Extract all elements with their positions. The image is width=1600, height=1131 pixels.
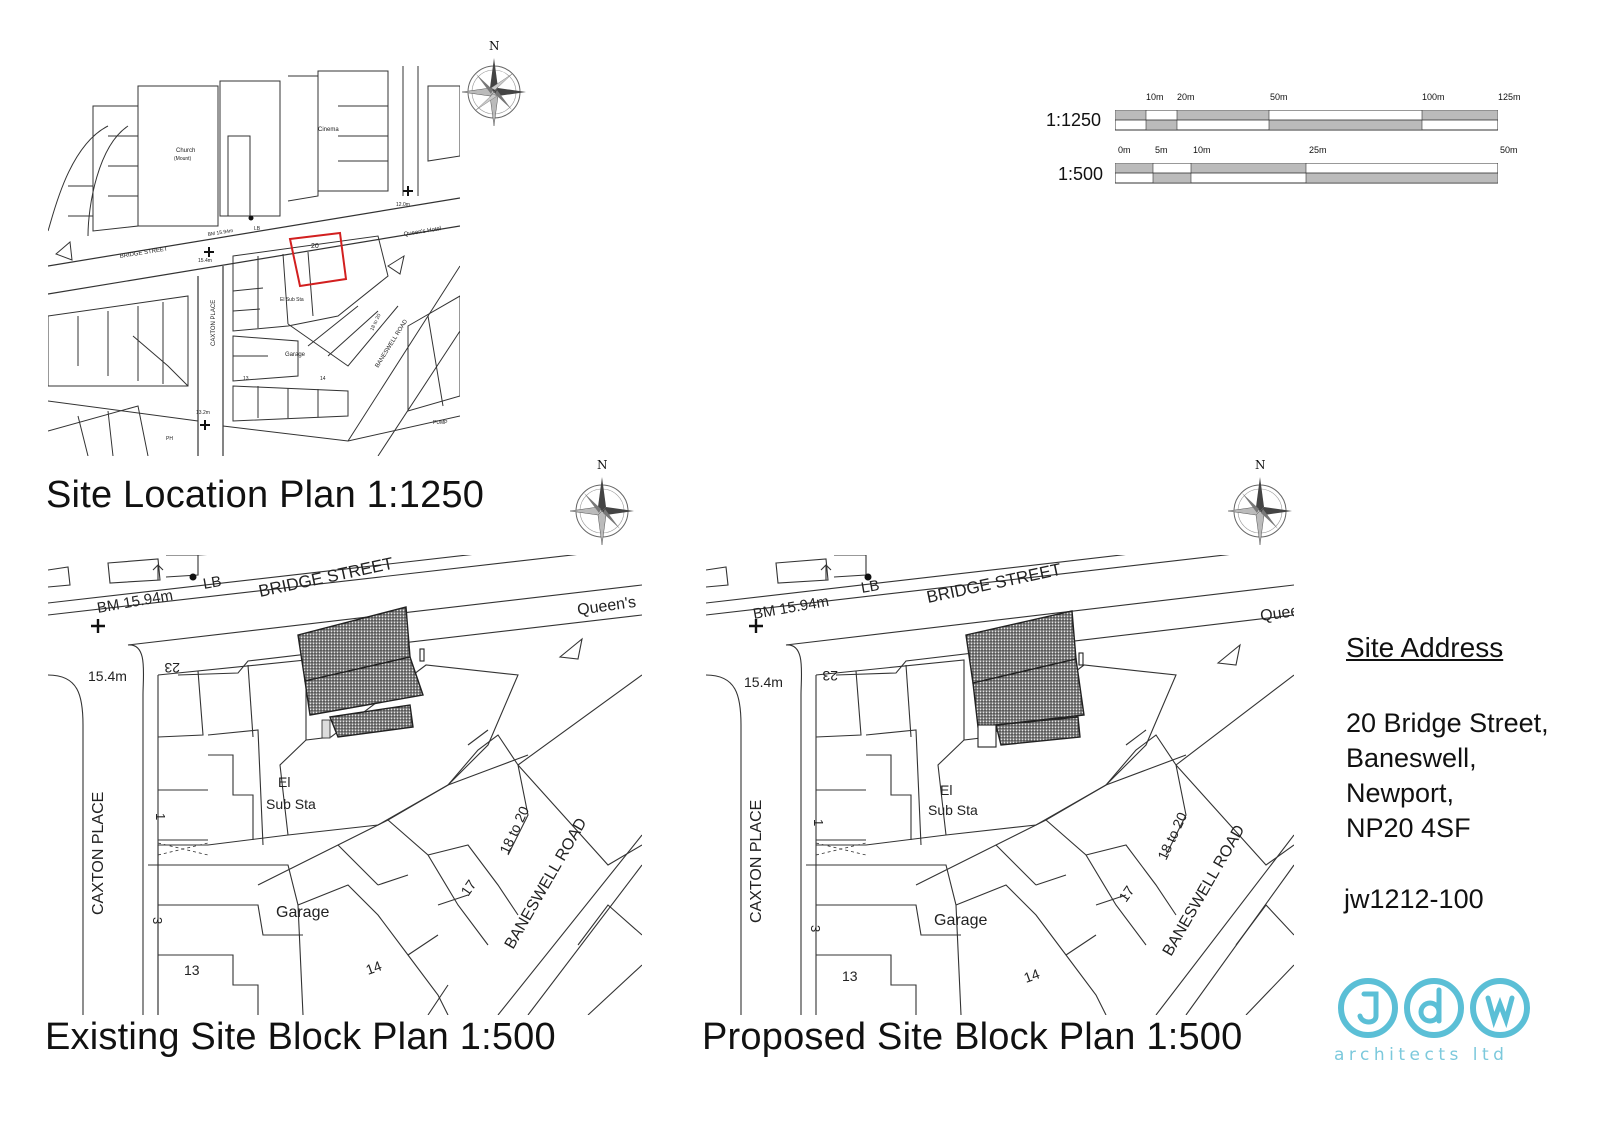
no-18-20-label-proposed: 18 to 20 (1154, 809, 1190, 862)
garage-label: Garage (285, 352, 306, 358)
scale-500-tick-0m: 0m (1118, 145, 1131, 155)
cinema-label: Cinema (318, 127, 339, 133)
el-sub-label: El Sub Sta (280, 297, 304, 303)
existing-plan-title: Existing Site Block Plan 1:500 (45, 1016, 556, 1058)
el-label-proposed: El (940, 782, 952, 798)
el-label-existing: El (278, 774, 290, 790)
no-1-label-existing: 1 (153, 813, 168, 820)
scale-500-label: 1:500 (1058, 164, 1104, 184)
proposed-plan-title: Proposed Site Block Plan 1:500 (702, 1016, 1243, 1058)
level-12-0-label: 12.0m (396, 202, 410, 208)
lb-label-existing: LB (202, 573, 223, 593)
level-label-existing: 15.4m (88, 668, 127, 684)
bm-label: BM 15.94m (207, 228, 233, 238)
jdw-logo-icon (1338, 978, 1530, 1038)
north-label-existing: N (597, 458, 608, 472)
scale-500-tick-50m: 50m (1500, 145, 1518, 155)
bridge-street-label-proposed: BRIDGE STREET (925, 560, 1063, 607)
site-address-heading: Site Address (1346, 632, 1504, 663)
company-logo: architects ltd (1334, 976, 1544, 1066)
lb-label-proposed: LB (860, 577, 881, 597)
site-outline (288, 231, 348, 288)
scale-1250-tick-10m: 10m (1146, 92, 1164, 102)
caxton-place-label: CAXTON PLACE (211, 300, 217, 346)
location-plan-title: Site Location Plan 1:1250 (46, 474, 485, 516)
queens-label-existing: Queen's (576, 594, 637, 619)
baneswell-road-label: BANESWELL ROAD (375, 318, 410, 369)
ph-label: PH (166, 436, 173, 442)
scale-bar-500 (1114, 162, 1499, 185)
no-14-label: 14 (320, 376, 326, 382)
no-13-label-proposed: 13 (842, 968, 858, 984)
no-1-label-proposed: 1 (811, 819, 826, 826)
scale-1250-label: 1:1250 (1046, 110, 1102, 130)
queens-hotel-label: Queen's Hotel (403, 226, 441, 238)
address-line-4: NP20 4SF (1346, 813, 1471, 843)
no-13-label-existing: 13 (184, 962, 200, 978)
pump-label: PUMP (433, 420, 448, 426)
no-13-label: 13 (243, 376, 249, 382)
level-label-proposed: 15.4m (744, 674, 783, 690)
bm-label-proposed: BM 15.94m (752, 593, 830, 623)
north-label-proposed: N (1255, 458, 1266, 472)
north-arrow-existing-icon: N (569, 455, 634, 546)
proposed-block-plan-map: BRIDGE STREET BM 15.94m LB Queer 15.4m 2… (706, 555, 1294, 1015)
north-arrow-proposed-icon: N (1227, 455, 1292, 546)
north-label: N (489, 39, 500, 53)
scale-500-tick-10m: 10m (1193, 145, 1211, 155)
scale-bar-1250 (1114, 109, 1499, 132)
scale-500-tick-5m: 5m (1155, 145, 1168, 155)
scale-1250-tick-20m: 20m (1177, 92, 1195, 102)
logo-subtitle: architects ltd (1334, 1045, 1509, 1065)
caxton-place-label-proposed: CAXTON PLACE (748, 800, 765, 923)
no-14-label-existing: 14 (364, 957, 384, 977)
address-block: 20 Bridge Street, Baneswell, Newport, NP… (1346, 706, 1549, 846)
no-18-20-label: 18 to 20 (369, 313, 382, 332)
north-arrow-icon: N (461, 36, 526, 127)
level-13-2-label: 13.2m (196, 410, 210, 416)
bm-label-existing: BM 15.94m (96, 587, 174, 617)
no-17-label-existing: 17 (457, 877, 479, 899)
plot-number-label: 20 (311, 243, 319, 250)
no-3-label-existing: 3 (150, 917, 165, 924)
scale-1250-tick-50m: 50m (1270, 92, 1288, 102)
drawing-reference: jw1212-100 (1344, 884, 1484, 914)
church-label: Church (176, 148, 195, 154)
garage-label-proposed: Garage (934, 912, 987, 929)
address-line-3: Newport, (1346, 778, 1455, 808)
sub-sta-label-proposed: Sub Sta (928, 802, 978, 818)
no-17-label-proposed: 17 (1115, 883, 1137, 905)
lb-label: LB (254, 226, 261, 232)
garage-label-existing: Garage (276, 904, 329, 921)
no-18-20-label-existing: 18 to 20 (496, 803, 532, 856)
scale-1250-tick-100m: 100m (1422, 92, 1445, 102)
no-3-label-proposed: 3 (808, 925, 823, 932)
scale-1250-tick-125m: 125m (1498, 92, 1521, 102)
church-sub-label: (Mount) (174, 156, 192, 162)
no-14-label-proposed: 14 (1022, 965, 1042, 985)
no-23-label-proposed: 23 (822, 668, 838, 684)
address-line-1: 20 Bridge Street, (1346, 708, 1549, 738)
bridge-street-label: BRIDGE STREET (119, 246, 168, 260)
location-plan-map: Church (Mount) Cinema BRIDGE STREET BM 1… (48, 66, 460, 456)
address-line-2: Baneswell, (1346, 743, 1477, 773)
queens-label-proposed: Queer (1259, 602, 1294, 625)
sub-sta-label-existing: Sub Sta (266, 796, 316, 812)
level-15-4-label: 15.4m (198, 258, 212, 264)
existing-block-plan-map: BRIDGE STREET BM 15.94m LB Queen's 15.4m… (48, 555, 642, 1015)
scale-500-tick-25m: 25m (1309, 145, 1327, 155)
caxton-place-label-existing: CAXTON PLACE (90, 792, 107, 915)
no-23-label-existing: 23 (164, 660, 180, 676)
